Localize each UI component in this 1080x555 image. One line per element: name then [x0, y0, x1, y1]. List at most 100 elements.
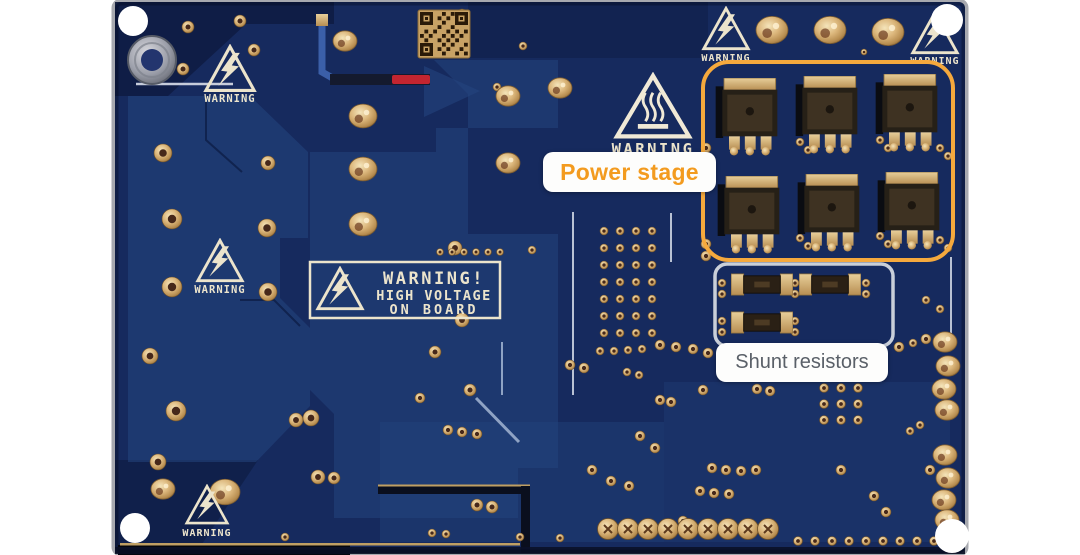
via-hole — [598, 349, 602, 353]
via-hole — [753, 467, 759, 473]
solder-blob — [931, 489, 957, 511]
via-hole — [637, 433, 643, 439]
via-hole — [467, 387, 473, 393]
connector-pad-joint — [603, 524, 613, 534]
via-hole — [331, 475, 337, 481]
qr-cell — [446, 47, 451, 51]
warning-text: WARNING — [194, 284, 245, 296]
qr-cell — [437, 25, 442, 29]
qr-cell — [464, 29, 468, 34]
qr-cell — [450, 34, 455, 38]
solder-glint — [363, 217, 370, 224]
via-hole — [720, 330, 724, 334]
via-hole — [938, 238, 942, 242]
via-hole — [634, 331, 638, 335]
via-hole — [167, 214, 177, 224]
mounting-hole — [118, 6, 148, 36]
via-hole — [567, 362, 573, 368]
via-hole — [530, 248, 534, 252]
solder-glint — [363, 162, 370, 169]
via-hole — [847, 539, 851, 543]
copper-pour — [664, 382, 950, 542]
via-hole — [798, 140, 802, 144]
solder-glint — [948, 472, 954, 478]
via-hole — [723, 467, 729, 473]
via-hole — [495, 85, 499, 89]
via-hole — [793, 319, 797, 323]
solder-speckle — [354, 114, 363, 124]
via-hole — [154, 458, 162, 466]
red-component — [392, 75, 430, 84]
solder-speckle — [337, 39, 345, 48]
via-hole — [474, 431, 480, 437]
via-hole — [668, 399, 674, 405]
via-hole — [720, 319, 724, 323]
via-hole — [898, 539, 902, 543]
solder-blob — [813, 15, 847, 45]
via-hole — [581, 365, 587, 371]
via-hole — [650, 229, 654, 233]
qr-cell — [459, 47, 464, 51]
via-hole — [474, 250, 478, 254]
via-hole — [558, 536, 562, 540]
via-hole — [862, 50, 866, 54]
via-hole — [915, 539, 919, 543]
via-hole — [806, 244, 810, 248]
via-hole — [806, 148, 810, 152]
discrete-parts — [115, 14, 965, 555]
qr-cell — [424, 29, 429, 34]
via-hole — [938, 307, 942, 311]
via-hole — [908, 429, 912, 433]
qr-cell — [442, 34, 446, 38]
via-hole — [938, 146, 942, 150]
dark-trace-bar — [521, 486, 530, 553]
solder-blob — [871, 17, 905, 47]
via-hole — [793, 292, 797, 296]
via-hole — [754, 386, 760, 392]
via-hole — [293, 417, 299, 423]
via-hole — [634, 263, 638, 267]
edge-plating — [120, 543, 520, 546]
board-bottom-edge — [115, 547, 965, 554]
via-hole — [450, 250, 454, 254]
solder-blob — [150, 478, 176, 500]
via-hole — [489, 504, 495, 510]
via-hole — [634, 246, 638, 250]
qr-cell — [455, 51, 459, 56]
solder-glint — [508, 157, 514, 163]
solder-glint — [345, 35, 351, 41]
via-hole — [612, 349, 616, 353]
solder-speckle — [940, 476, 949, 484]
solder-blob — [935, 355, 961, 377]
via-hole — [886, 146, 890, 150]
via-hole — [634, 314, 638, 318]
via-hole — [813, 539, 817, 543]
via-hole — [445, 427, 451, 433]
via-hole — [878, 138, 882, 142]
via-hole — [283, 535, 287, 539]
via-hole — [602, 297, 606, 301]
via-hole — [626, 348, 630, 352]
dark-component — [330, 74, 430, 85]
via-hole — [315, 474, 321, 480]
via-hole — [459, 429, 465, 435]
via-hole — [650, 280, 654, 284]
via-hole — [180, 66, 186, 72]
solder-glint — [560, 82, 566, 88]
via-hole — [705, 350, 711, 356]
via-hole — [444, 532, 448, 536]
qr-cell — [437, 38, 442, 43]
via-hole — [796, 539, 800, 543]
solder-glint — [945, 449, 951, 455]
via-hole — [171, 406, 181, 416]
via-hole — [703, 253, 709, 259]
via-hole — [946, 154, 950, 158]
via-hole — [793, 281, 797, 285]
connector-pad-joint — [703, 524, 713, 534]
qr-cell — [442, 12, 446, 16]
connector-pad-joint — [763, 524, 773, 534]
via-hole — [673, 344, 679, 350]
via-hole — [856, 418, 860, 422]
dark-trace-bar — [378, 486, 530, 494]
